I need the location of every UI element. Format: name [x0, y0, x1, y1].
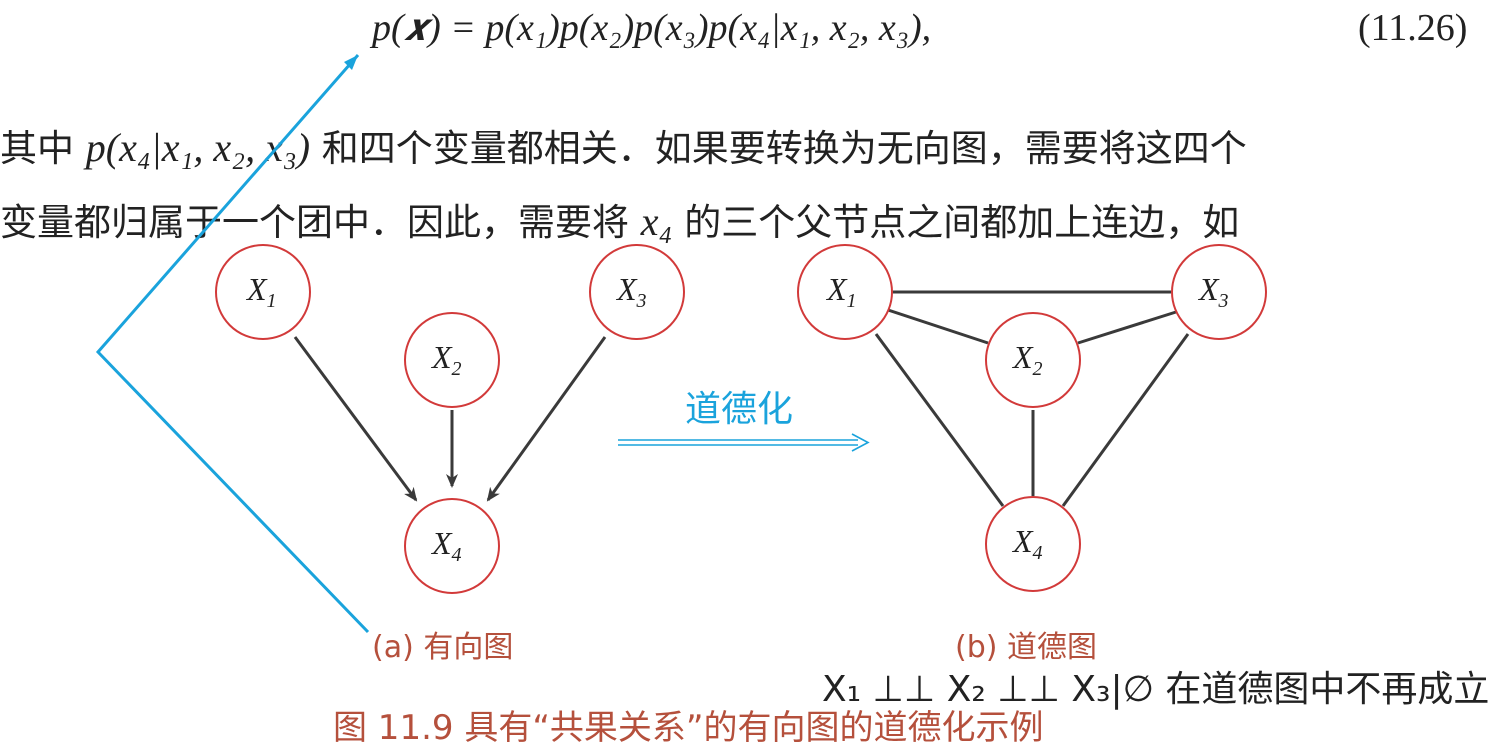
- node-b-x3-sub: 3: [1218, 290, 1229, 312]
- node-a-x4-sub: 4: [452, 544, 462, 566]
- node-a-x3: X3: [589, 244, 685, 340]
- edge-a-x3-x4: [486, 336, 607, 502]
- figure-caption: 图 11.9 具有“共果关系”的有向图的道德化示例: [333, 708, 1044, 748]
- equation-number: (11.26): [1358, 7, 1468, 49]
- edge-b-x3-x2: [1077, 310, 1177, 345]
- node-a-x4-letter: X: [430, 525, 453, 561]
- node-b-x1-sub: 1: [847, 290, 857, 312]
- node-a-x1-sub: 1: [267, 290, 277, 312]
- svg-text:X2: X2: [1011, 339, 1043, 380]
- node-b-x2-sub: 2: [1033, 358, 1043, 380]
- node-b-x4: X4: [985, 496, 1081, 592]
- node-a-x3-letter: X: [615, 271, 638, 307]
- svg-text:X4: X4: [430, 525, 462, 566]
- node-a-x4: X4: [404, 498, 500, 594]
- node-a-x2-sub: 2: [452, 358, 462, 380]
- caption-moral-graph: (b) 道德图: [955, 630, 1097, 665]
- node-a-x1-letter: X: [245, 271, 268, 307]
- edge-a-x1-x4: [293, 336, 418, 502]
- svg-text:X3: X3: [1197, 271, 1229, 312]
- svg-text:X3: X3: [615, 271, 647, 312]
- svg-text:X1: X1: [245, 271, 277, 312]
- annotation-bracket: [95, 54, 370, 634]
- svg-text:X2: X2: [430, 339, 462, 380]
- paragraph-line-1-suffix: 和四个变量都相关．如果要转换为无向图，需要将这四个: [310, 127, 1247, 170]
- paragraph-line-2-prefix: 变量都归属于一个团中．因此，需要将: [0, 201, 641, 244]
- paragraph-line-1-math: p(x₄|x₁, x₂, x₃): [85, 125, 311, 170]
- node-b-x2-letter: X: [1011, 339, 1034, 375]
- independence-note: X₁ ⊥⊥ X₂ ⊥⊥ X₃|∅ 在道德图中不再成立: [822, 669, 1490, 710]
- node-b-x4-sub: 4: [1033, 542, 1043, 564]
- moralize-arrow: [618, 433, 870, 452]
- equation: p(𝒙) = p(x₁)p(x₂)p(x₃)p(x₄|x₁, x₂, x₃),: [372, 7, 932, 49]
- node-a-x3-sub: 3: [636, 290, 647, 312]
- edge-b-x3-x4: [1061, 333, 1190, 507]
- node-a-x1: X1: [215, 244, 311, 340]
- paragraph-line-1: 其中 p(x₄|x₁, x₂, x₃) 和四个变量都相关．如果要转换为无向图，需…: [0, 118, 1247, 172]
- paragraph-line-2-suffix: 的三个父节点之间都加上连边，如: [672, 201, 1240, 244]
- node-b-x4-letter: X: [1011, 523, 1034, 559]
- paragraph-line-2-math: x₄: [640, 199, 673, 244]
- edge-b-x1-x2: [887, 308, 989, 345]
- caption-directed-graph: (a) 有向图: [372, 630, 514, 665]
- annotation-arrowhead: [344, 55, 358, 70]
- svg-text:X4: X4: [1011, 523, 1043, 564]
- svg-text:X1: X1: [825, 271, 857, 312]
- moralize-label: 道德化: [685, 389, 794, 430]
- edge-b-x1-x4: [874, 333, 1005, 507]
- node-a-x2: X2: [404, 312, 500, 408]
- node-b-x3-letter: X: [1197, 271, 1220, 307]
- node-b-x1-letter: X: [825, 271, 848, 307]
- node-b-x2: X2: [985, 312, 1081, 408]
- paragraph-line-2: 变量都归属于一个团中．因此，需要将 x₄ 的三个父节点之间都加上连边，如: [0, 192, 1239, 246]
- node-a-x2-letter: X: [430, 339, 453, 375]
- node-b-x3: X3: [1171, 244, 1267, 340]
- paragraph-line-1-prefix: 其中: [0, 127, 86, 170]
- node-b-x1: X1: [797, 244, 893, 340]
